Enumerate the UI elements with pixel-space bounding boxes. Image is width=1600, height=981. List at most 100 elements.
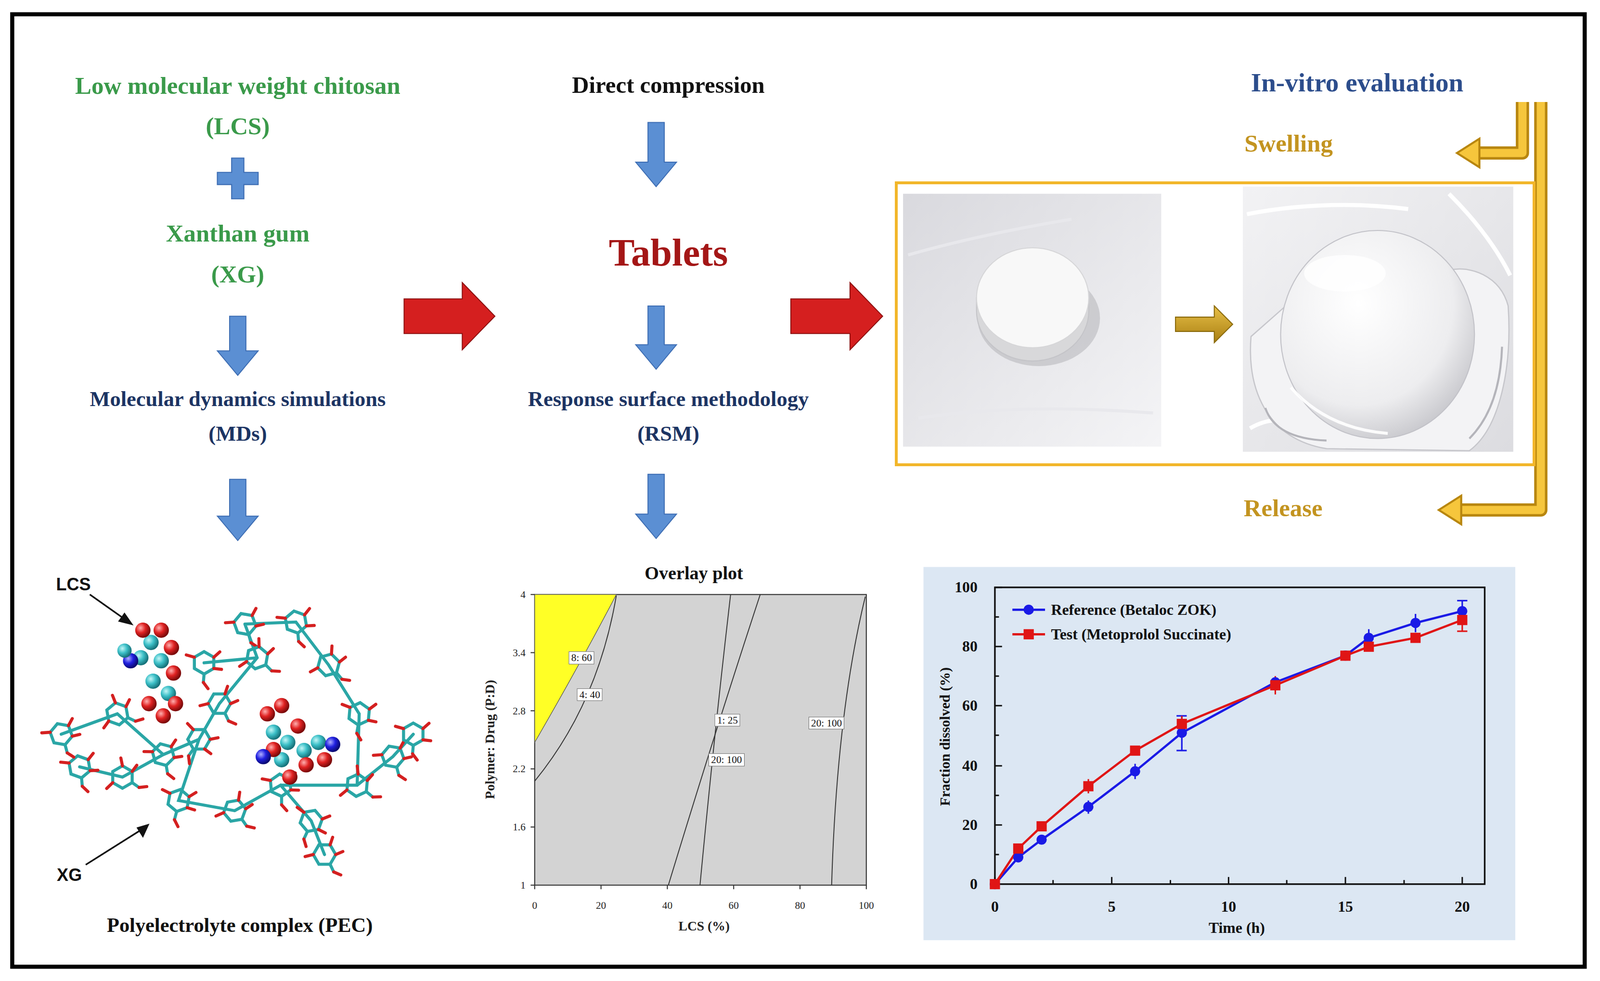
release-chart [994,611,1463,885]
legend-entry: Test (Metoprolol Succinate) [1010,623,1232,646]
tablet-photo [903,193,1162,448]
flow-arrow-shape [635,474,677,540]
release-chart [989,587,1485,890]
axis-title: LCS (%) [678,918,730,935]
release-chart [1410,618,1421,629]
leader-arrow [85,830,141,865]
method-name: Response surface methodology (RSM) [494,381,842,452]
molecule-figure [265,724,282,741]
contour-label: 4: 40 [577,688,603,701]
flow-arrow [217,316,259,376]
method-label: Response surface methodology (RSM) [490,379,848,454]
release-chart [1130,766,1141,777]
release-chart [1457,600,1468,602]
overlay-plot [530,652,535,654]
release-chart [994,705,1003,707]
legend-sample [1010,623,1047,646]
overlay-plot [699,594,731,886]
release-chart [989,879,1000,890]
overlay-plot [530,594,866,891]
release-chart [1176,728,1188,739]
axis-title: Time (h) [1208,919,1265,938]
tick-label: 5 [1108,898,1116,917]
axis-title: Fraction dissolved (%) [936,667,954,806]
arrow-head [1457,138,1480,168]
molecule-figure [273,698,290,714]
tick-label: 1.6 [512,821,526,834]
tick-label: 4 [520,589,526,601]
stage-arrow-shape [403,282,495,350]
release-chart [994,675,999,678]
release-chart [1169,880,1172,885]
structure-label: LCS [56,574,91,595]
molecule-figure [38,594,438,876]
overlay-plot [534,885,536,890]
structure-label: XG [56,865,82,886]
plot-title: Overlay plot [490,561,899,586]
tick-label: 20 [595,900,607,912]
release-chart [989,615,1468,890]
leader-arrow [85,594,148,866]
panel-heading: Swelling [1125,125,1452,162]
release-chart [1130,746,1141,757]
molecule-figure [298,757,314,774]
tick-label: 80 [794,900,805,912]
tick-label: 40 [662,900,673,912]
flow-arrow-shape [635,122,677,187]
overlay-plot [530,710,535,712]
swollen-tablet-photo [1290,387,1388,434]
process-label: Direct compression [510,67,827,104]
release-chart [1052,880,1054,885]
release-chart [989,879,1000,890]
molecule-figure [167,696,184,712]
release-chart [994,824,1003,826]
tick-label: 60 [962,697,978,716]
legend-marker [1023,629,1034,640]
material-name: Low molecular weight chitosan (LCS) [40,65,435,148]
material-label: Xanthan gum (XG) [71,211,404,297]
tick-label: 0 [532,900,538,912]
release-chart [1227,877,1230,885]
flow-arrow-shape [635,306,677,370]
section-title: In-vitro evaluation [1173,63,1541,103]
evaluation-arrow [1438,102,1541,525]
release-chart [1403,880,1405,885]
release-chart [1340,650,1351,661]
molecule-figure [163,640,180,656]
legend-sample [1010,598,1047,622]
release-chart [994,620,1463,885]
legend-marker [1023,605,1034,616]
molecule-figure [141,696,157,712]
tick-label: 0 [991,898,999,917]
molecule-figure [91,689,145,743]
release-panel-ground [923,567,1516,941]
tick-label: 0 [969,876,978,894]
molecule-figure [117,622,341,786]
molecule-figure [96,753,149,805]
overlay-plot [534,594,866,886]
molecule-figure [305,837,343,876]
contour-label: 20: 100 [708,753,745,767]
molecule-figure [145,673,161,690]
molecule-figure [200,686,238,724]
material-name: Xanthan gum (XG) [136,213,339,296]
arrow-head [1438,495,1462,525]
molecule-figure [310,735,327,751]
release-chart [1176,749,1187,752]
release-chart [1363,632,1374,644]
molecule-figure [165,665,181,682]
evaluation-arrow [1457,102,1523,168]
overlay-plot [600,885,602,890]
overlay-plot [530,885,535,887]
release-chart [1013,843,1024,854]
release-chart [1457,630,1468,633]
material-label: Low molecular weight chitosan (LCS) [40,63,435,149]
ribbon-fill [1458,102,1541,511]
method-name: Molecular dynamics simulations (MDs) [58,381,417,452]
legend-line [1012,608,1046,612]
release-chart [1176,719,1188,730]
tick-label: 20 [1454,898,1471,917]
